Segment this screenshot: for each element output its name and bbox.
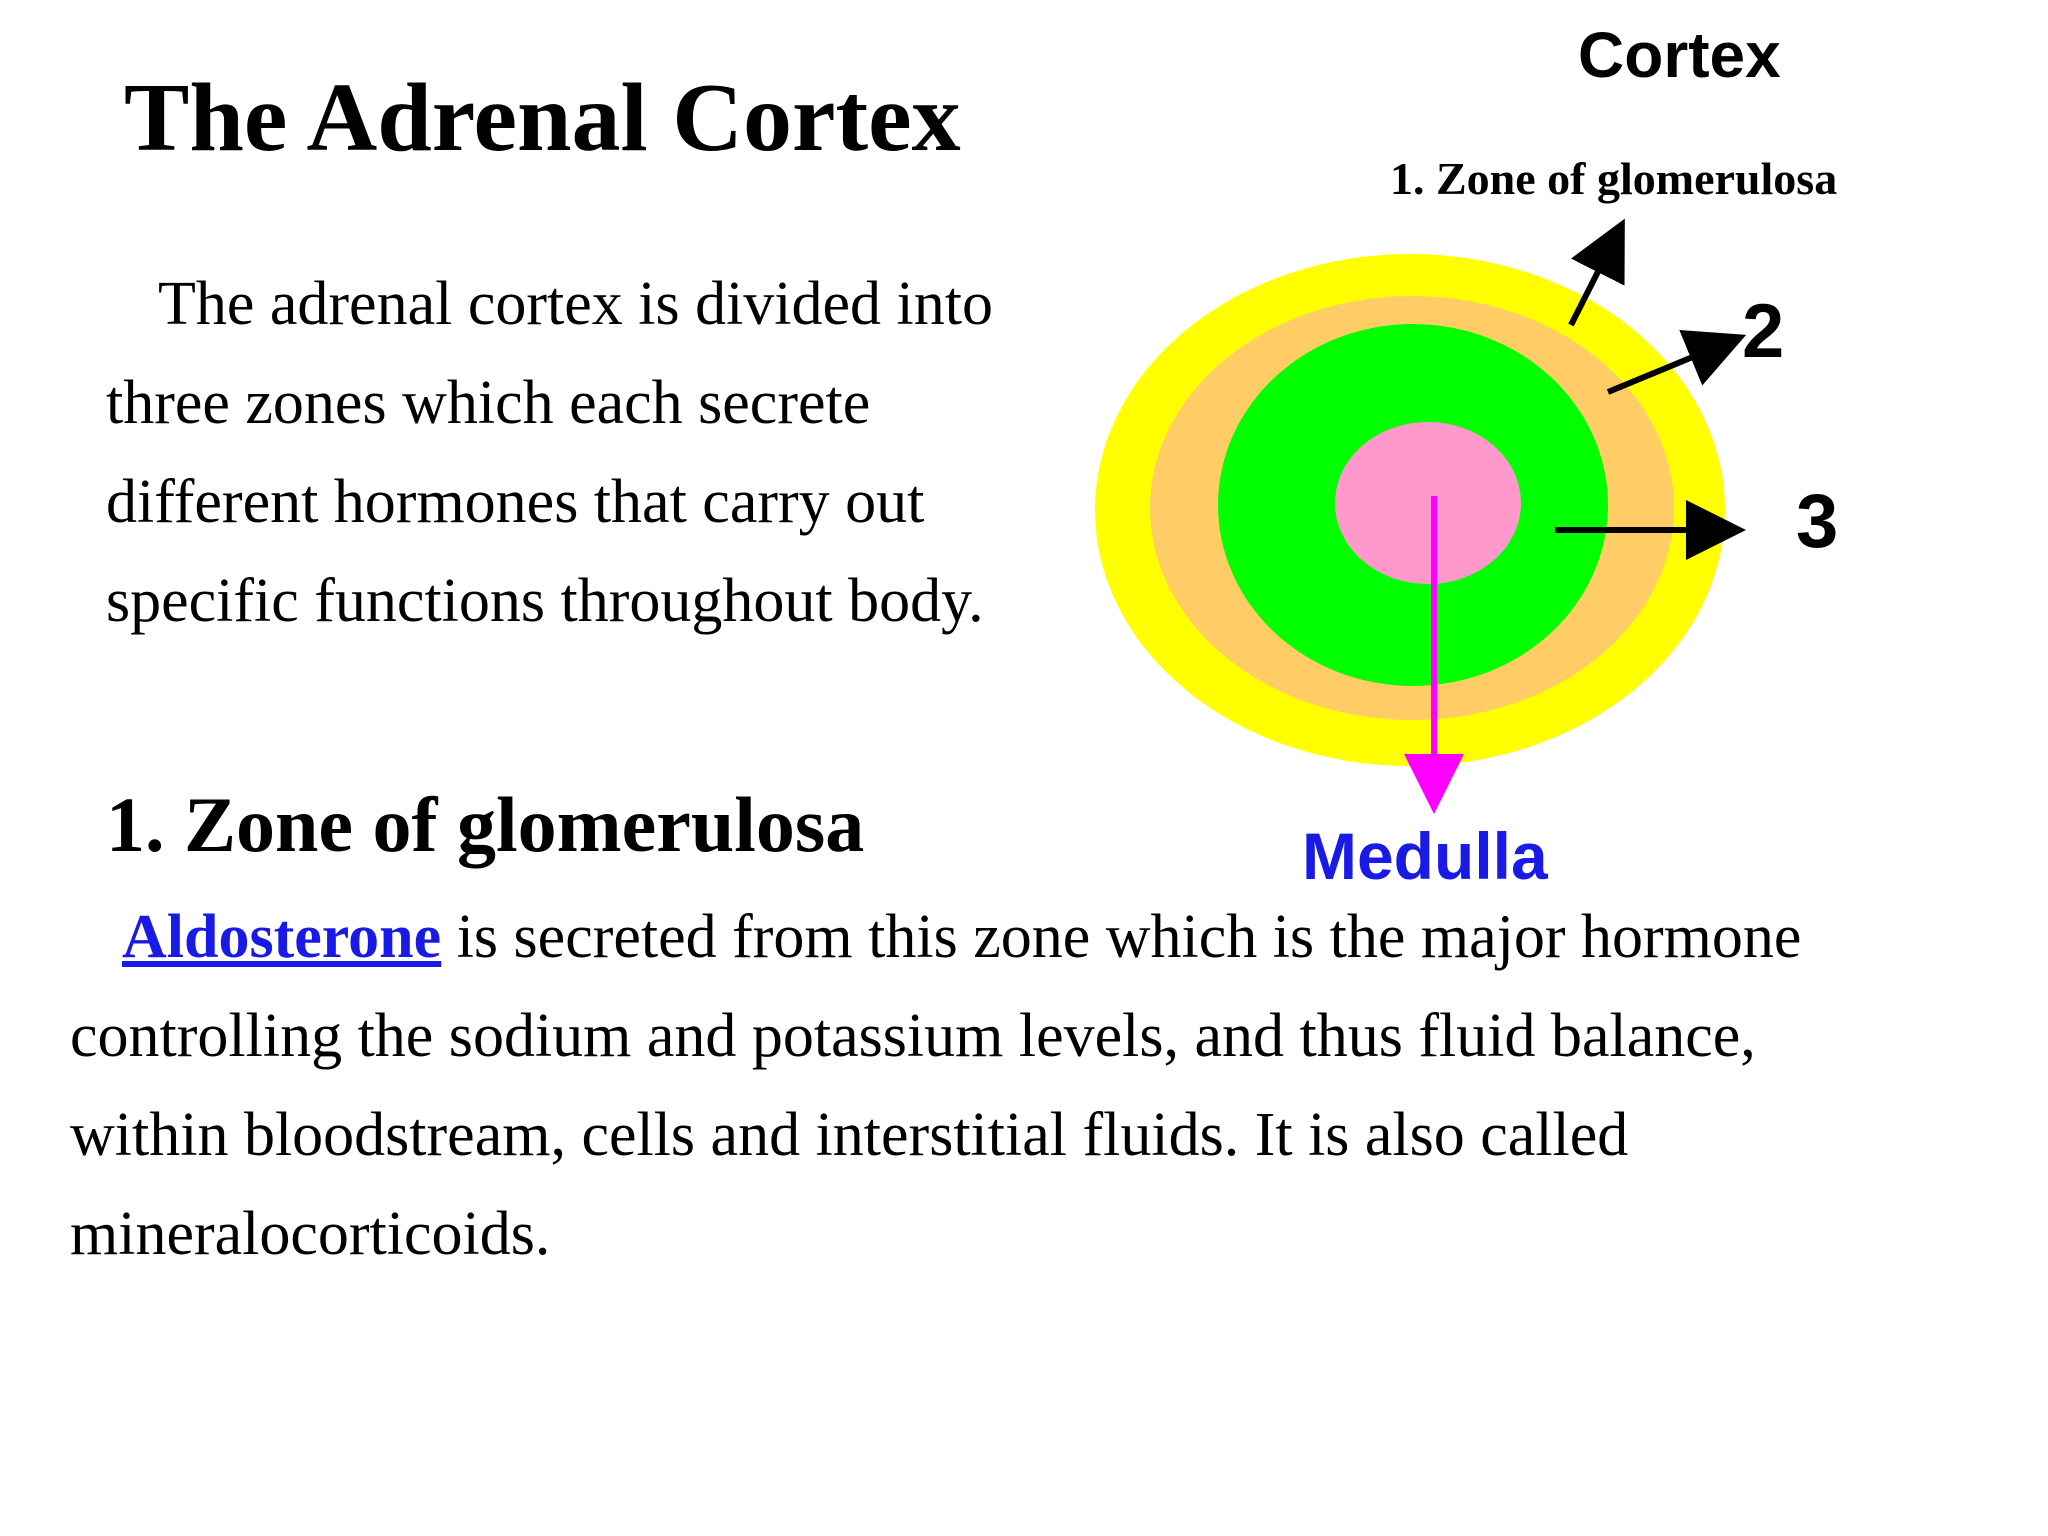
body-line: controlling the sodium and potassium lev…: [70, 1002, 1756, 1070]
body-paragraph: Aldosterone is secreted from this zone w…: [70, 888, 2020, 1284]
body-line: Aldosterone is secreted from this zone w…: [70, 888, 2020, 987]
aldosterone-link[interactable]: Aldosterone: [122, 903, 442, 971]
body-line: within bloodstream, cells and interstiti…: [70, 1101, 1629, 1169]
slide-title: The Adrenal Cortex: [124, 64, 961, 172]
cortex-label: Cortex: [1578, 19, 1781, 91]
body-line: mineralocorticoids.: [70, 1200, 551, 1268]
intro-line: three zones which each secrete: [106, 369, 871, 437]
zone2-arrow: [1606, 330, 1747, 395]
medulla-core: [1335, 422, 1521, 584]
medulla-label: Medulla: [1302, 819, 1548, 893]
zone2-label: 2: [1742, 289, 1785, 374]
intro-paragraph: The adrenal cortex is divided into three…: [106, 255, 1126, 651]
intro-line: different hormones that carry out: [106, 468, 925, 536]
intro-line: specific functions throughout body.: [106, 567, 984, 635]
zone1-label: 1. Zone of glomerulosa: [1390, 153, 1838, 204]
zone3-label: 3: [1796, 479, 1839, 564]
body-line-rest: is secreted from this zone which is the …: [441, 903, 1802, 971]
intro-line: The adrenal cortex is divided into: [158, 270, 994, 338]
section-heading: 1. Zone of glomerulosa: [106, 781, 865, 868]
zone1-arrow: [1568, 218, 1625, 327]
